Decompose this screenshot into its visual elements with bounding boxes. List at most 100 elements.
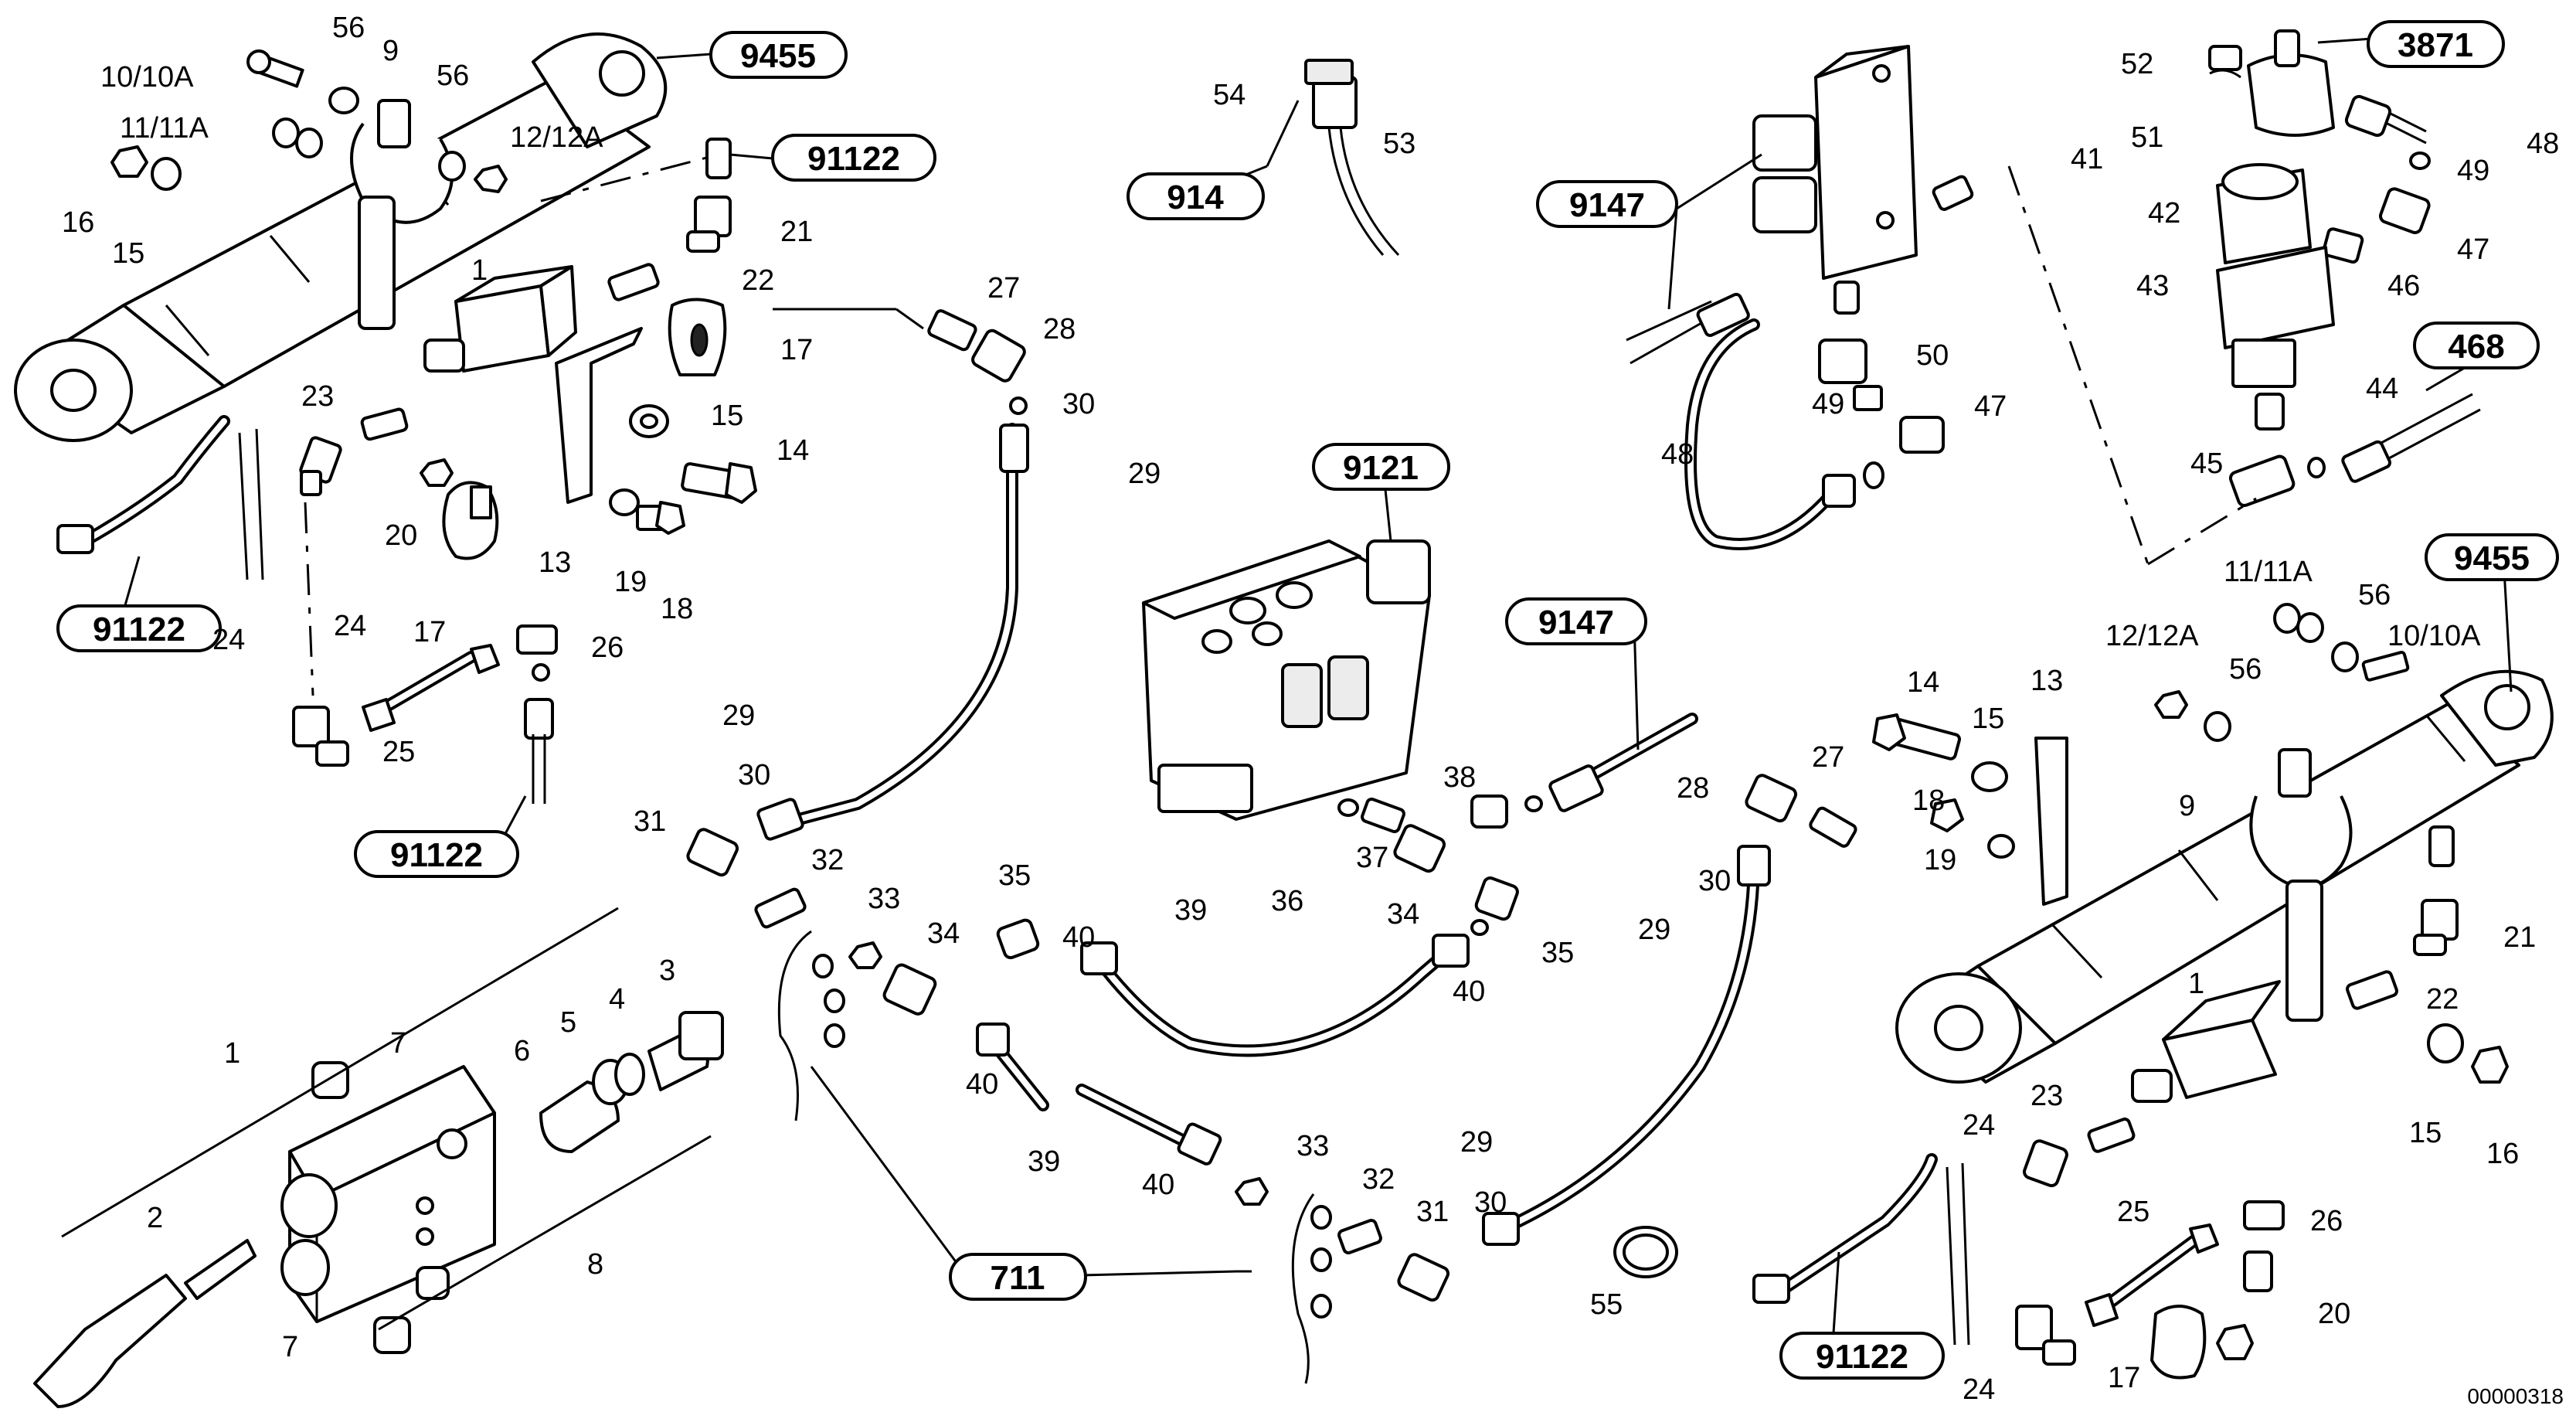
label-37: 37 bbox=[1356, 842, 1388, 874]
label-56-right: 56 bbox=[2358, 579, 2391, 611]
label-46: 46 bbox=[2387, 270, 2420, 302]
fitting-27-middle bbox=[1809, 806, 1857, 848]
nut-12-right bbox=[2154, 690, 2188, 719]
pipe-left-lower bbox=[56, 415, 264, 580]
elbow-24-right-upper bbox=[2023, 1139, 2068, 1188]
fitting-44 bbox=[2255, 393, 2285, 430]
elbow-34-right bbox=[1393, 824, 1446, 873]
label-22-right: 22 bbox=[2426, 983, 2459, 1016]
label-9: 9 bbox=[382, 35, 399, 67]
pipe-9147-middle bbox=[1524, 713, 1698, 812]
ref-91122-left: 91122 bbox=[93, 611, 185, 648]
washer-19-top bbox=[609, 488, 640, 516]
label-22: 22 bbox=[742, 264, 774, 297]
plug-7-top bbox=[311, 1061, 349, 1099]
elbow-26-left bbox=[516, 624, 558, 682]
ref-91122-bottom-right: 91122 bbox=[1816, 1338, 1908, 1376]
label-15-right-lower: 15 bbox=[2409, 1117, 2442, 1149]
tee-50 bbox=[1818, 339, 1883, 411]
elbow-28-top bbox=[971, 328, 1028, 415]
ring-49-right bbox=[2409, 151, 2431, 170]
label-9-right: 9 bbox=[2179, 790, 2195, 822]
reference-box-914: 914 bbox=[1127, 172, 1265, 220]
washer-37 bbox=[1337, 798, 1359, 817]
label-47: 47 bbox=[2457, 233, 2489, 266]
label-30-bottom: 30 bbox=[1474, 1186, 1507, 1219]
label-42: 42 bbox=[2148, 197, 2180, 230]
elbow-24-right-lower bbox=[2015, 1305, 2076, 1366]
elbow-21-right bbox=[2413, 899, 2459, 956]
hose-39-upper bbox=[1080, 934, 1470, 1057]
label-32-left: 32 bbox=[811, 844, 844, 876]
label-1-right: 1 bbox=[2188, 968, 2204, 1000]
fitting-27-top bbox=[927, 309, 977, 352]
label-17: 17 bbox=[413, 616, 446, 648]
bolt-18-right bbox=[1930, 798, 1964, 832]
label-41: 41 bbox=[2071, 143, 2103, 175]
label-2: 2 bbox=[147, 1202, 163, 1234]
elbow-47-middle bbox=[1899, 416, 1945, 454]
label-29-middle: 29 bbox=[1638, 914, 1670, 946]
nut-33-bottom bbox=[1235, 1177, 1269, 1206]
valve-block-1-top bbox=[423, 265, 577, 373]
fitting-22-right bbox=[2346, 970, 2398, 1010]
label-45: 45 bbox=[2190, 447, 2223, 480]
label-26: 26 bbox=[591, 631, 624, 664]
label-55: 55 bbox=[1590, 1288, 1623, 1321]
label-19-right: 19 bbox=[1924, 844, 1956, 876]
label-50: 50 bbox=[1916, 339, 1949, 372]
ref-711: 711 bbox=[991, 1259, 1045, 1297]
label-12-12a: 12/12A bbox=[510, 121, 603, 154]
label-24-right-lower: 24 bbox=[1963, 1373, 1995, 1406]
valve-block-1-bottom bbox=[280, 1065, 496, 1323]
label-28-middle: 28 bbox=[1677, 772, 1709, 805]
label-8: 8 bbox=[587, 1248, 603, 1281]
bolt-14-top bbox=[681, 462, 757, 504]
fitting-23-top bbox=[360, 407, 409, 441]
label-12-12a-right: 12/12A bbox=[2105, 620, 2199, 652]
elbow-21-top bbox=[686, 196, 732, 253]
label-3: 3 bbox=[659, 955, 675, 987]
label-23: 23 bbox=[301, 380, 334, 413]
elbow-26-right bbox=[2243, 1200, 2285, 1230]
label-18: 18 bbox=[661, 593, 693, 625]
elbow-34-left bbox=[882, 963, 937, 1016]
reference-box-9147-top: 9147 bbox=[1536, 180, 1678, 228]
ref-9147-top: 9147 bbox=[1569, 186, 1645, 224]
label-20: 20 bbox=[385, 519, 417, 552]
label-27: 27 bbox=[987, 272, 1020, 305]
label-13-right: 13 bbox=[2031, 665, 2063, 697]
label-11-11a: 11/11A bbox=[120, 112, 209, 145]
label-39-lower: 39 bbox=[1028, 1145, 1060, 1178]
reference-box-91122-top: 91122 bbox=[771, 134, 936, 182]
label-11-11a-right: 11/11A bbox=[2224, 556, 2313, 588]
label-21: 21 bbox=[780, 216, 813, 248]
drawing-number: 00000318 bbox=[2467, 1384, 2564, 1408]
elbow-28-middle bbox=[1745, 774, 1798, 823]
ref-9455-right: 9455 bbox=[2454, 539, 2530, 577]
control-valve-bank bbox=[1142, 539, 1431, 821]
label-48: 48 bbox=[1661, 438, 1694, 471]
washer-15-top bbox=[629, 404, 669, 438]
part-labels: 56 10/10A 9 56 11/11A 12/12A 16 15 1 21 … bbox=[62, 12, 2559, 1406]
fitting-22-top bbox=[607, 263, 660, 301]
elbow-47-right bbox=[2379, 187, 2431, 234]
reference-box-9121: 9121 bbox=[1312, 443, 1450, 491]
bolt-14-right bbox=[1872, 713, 1962, 761]
label-25: 25 bbox=[382, 736, 415, 768]
reference-box-9455-right: 9455 bbox=[2425, 533, 2559, 581]
label-29: 29 bbox=[1128, 458, 1161, 490]
label-10-10a: 10/10A bbox=[100, 61, 194, 94]
pipe-right-lower bbox=[1752, 1153, 1970, 1346]
hose-29-bottom bbox=[1482, 845, 1771, 1246]
label-44: 44 bbox=[2366, 373, 2398, 405]
label-30-middle: 30 bbox=[1698, 865, 1731, 897]
label-10-10a-right: 10/10A bbox=[2387, 620, 2481, 652]
label-31-bottom: 31 bbox=[1416, 1196, 1449, 1228]
ring-4 bbox=[614, 1053, 645, 1096]
label-35-left: 35 bbox=[998, 859, 1031, 892]
hydraulic-cylinder-right bbox=[1895, 669, 2554, 1084]
nut-16-right bbox=[2471, 1046, 2509, 1084]
hose-29-top bbox=[756, 423, 1029, 841]
